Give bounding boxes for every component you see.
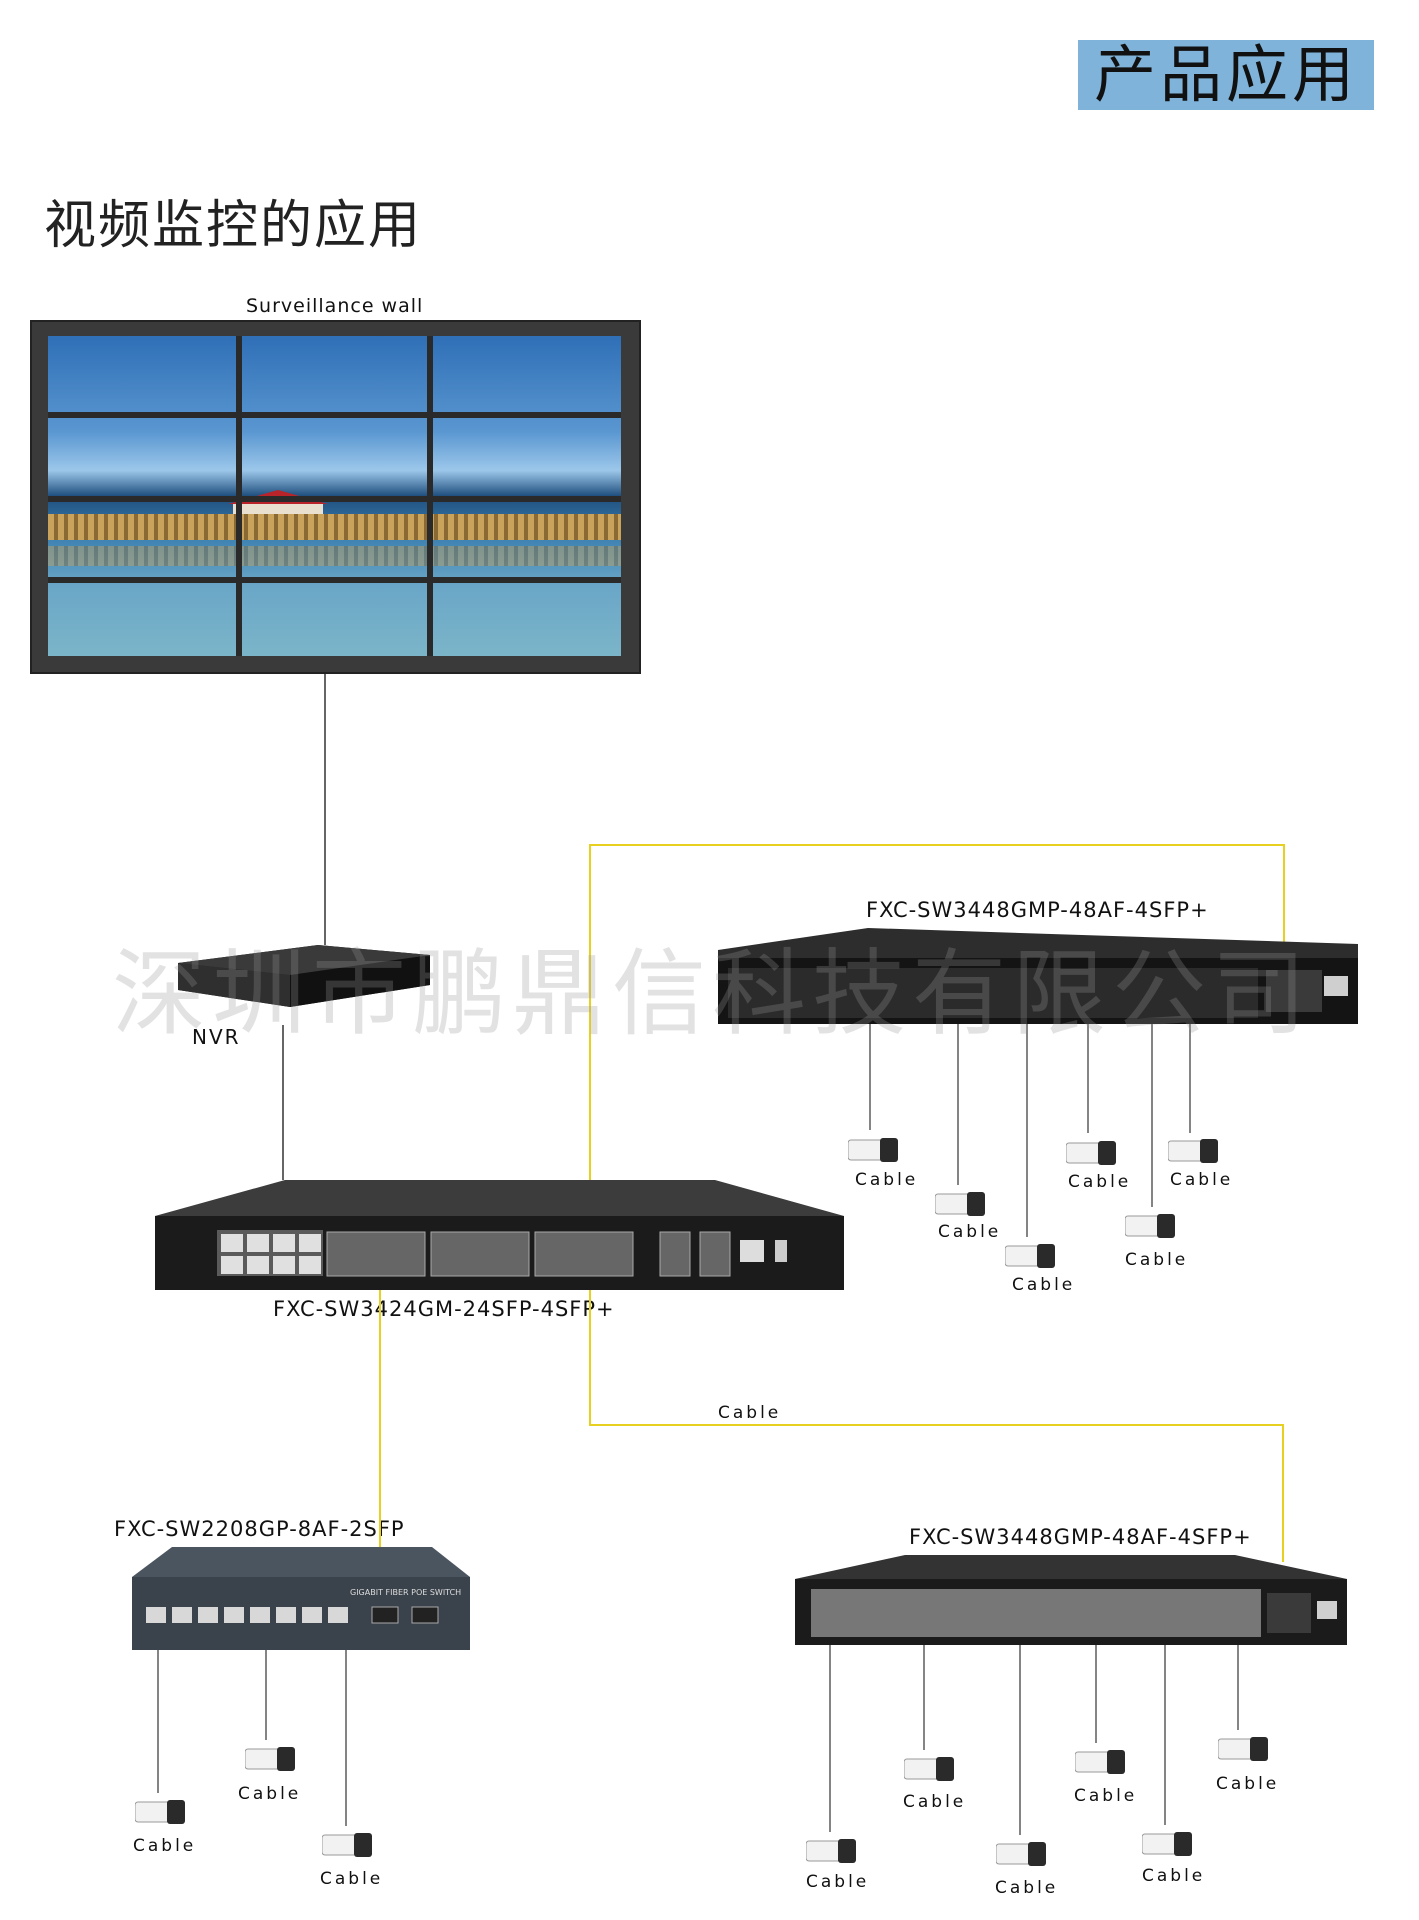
camera-icon [1074,1746,1127,1778]
camera-icon [903,1753,956,1785]
core-switch [155,1180,844,1290]
camera-label: Cable [938,1222,1002,1242]
nvr-device [178,945,430,1025]
switch-bottom-left-panel-text: GIGABIT FIBER POE SWITCH [350,1588,462,1597]
camera-label: Cable [855,1170,919,1190]
surveillance-wall-label: Surveillance wall [246,295,424,317]
camera-icon [995,1838,1048,1870]
camera-label: Cable [903,1792,967,1812]
switch-bottom-left [132,1547,470,1650]
switch-bottom-right [795,1555,1347,1645]
switch-top-right [718,928,1358,1024]
camera-label: Cable [1012,1275,1076,1295]
camera-icon [1167,1135,1220,1167]
section-title: 视频监控的应用 [44,196,423,256]
camera-label: Cable [1074,1786,1138,1806]
camera-label: Cable [133,1836,197,1856]
camera-label: Cable [1216,1774,1280,1794]
camera-icon [934,1188,987,1220]
camera-label: Cable [1142,1866,1206,1886]
camera-icon [805,1835,858,1867]
camera-icon [1217,1733,1270,1765]
camera-icon [321,1829,374,1861]
surveillance-wall [30,320,641,674]
fiber-link-label: Cable [718,1403,782,1423]
camera-icon [847,1134,900,1166]
camera-icon [134,1796,187,1828]
product-application-badge: 产品应用 [1078,40,1374,110]
camera-icon [1065,1137,1118,1169]
camera-icon [1124,1210,1177,1242]
camera-label: Cable [1170,1170,1234,1190]
switch-top-right-model: FXC-SW3448GMP-48AF-4SFP+ [866,898,1209,922]
camera-label: Cable [995,1878,1059,1898]
nvr-label: NVR [192,1025,241,1049]
wall-screen-image [48,336,621,656]
camera-label: Cable [806,1872,870,1892]
switch-bottom-left-model: FXC-SW2208GP-8AF-2SFP [114,1517,405,1541]
switch-bottom-right-model: FXC-SW3448GMP-48AF-4SFP+ [909,1525,1252,1549]
camera-icon [1141,1828,1194,1860]
camera-icon [244,1743,297,1775]
camera-label: Cable [238,1784,302,1804]
core-switch-model: FXC-SW3424GM-24SFP-4SFP+ [273,1297,615,1321]
camera-label: Cable [1125,1250,1189,1270]
camera-icon [1004,1240,1057,1272]
camera-label: Cable [1068,1172,1132,1192]
camera-label: Cable [320,1869,384,1889]
